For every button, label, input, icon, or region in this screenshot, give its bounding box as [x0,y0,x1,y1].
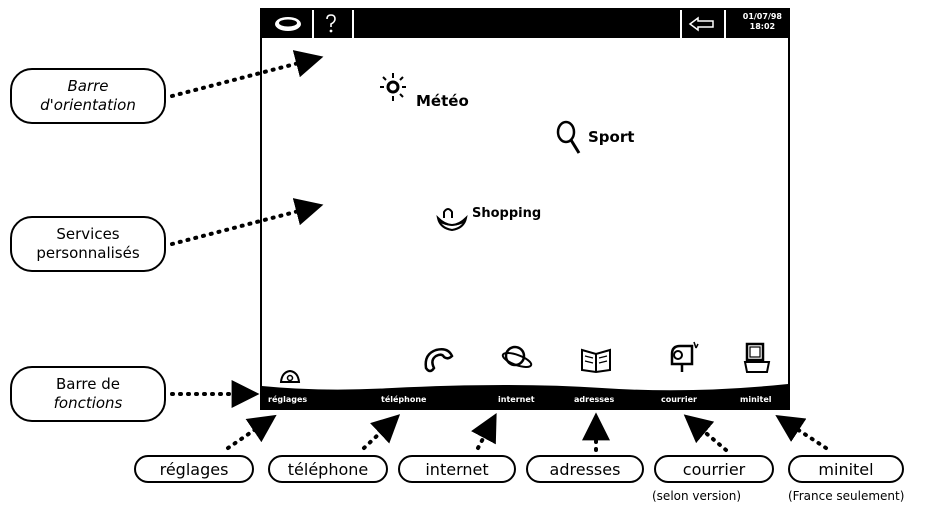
topbar-separator [352,10,354,38]
callout-label: minitel [818,459,874,479]
arrow-services [170,198,324,246]
function-reglages[interactable]: réglages [268,369,314,408]
sun-icon [380,73,406,101]
function-label: réglages [268,395,308,404]
callout-note-courrier: (selon version) [652,489,742,503]
callout-note-minitel: (France seulement) [788,489,905,503]
callout-label: réglages [159,459,229,479]
callout-internet: internet [398,455,516,483]
callout-line: d'orientation [40,96,136,114]
topbar-separator [724,10,726,38]
mailbox-icon [670,341,699,372]
callout-function-bar: Barre de fonctions [10,366,166,422]
topbar-separator [312,10,314,38]
function-bar: réglages téléphone internet adresses [262,341,788,408]
service-label: Sport [588,128,635,146]
function-internet[interactable]: internet [494,345,538,408]
function-label: courrier [661,395,697,404]
globe-icon [501,345,533,368]
callout-courrier: courrier [654,455,774,483]
home-logo-icon[interactable] [272,15,304,33]
callout-line: fonctions [53,394,123,412]
callout-label: internet [425,459,489,479]
back-arrow-icon[interactable] [688,16,716,32]
function-label: internet [498,395,535,404]
arrow-courrier [683,414,728,452]
arrow-minitel [775,414,828,450]
callout-minitel: minitel [788,455,904,483]
service-label: Shopping [472,206,542,221]
function-courrier[interactable]: courrier [658,341,706,408]
arrow-telephone [362,414,401,450]
arrow-reglages [226,414,277,450]
time-text: 18:02 [749,22,776,31]
service-label: Météo [416,92,469,110]
callout-label: téléphone [287,459,369,479]
settings-icon [279,369,301,383]
arrow-orientation [170,50,324,98]
question-mark-icon[interactable] [324,14,338,34]
shopping-bag-icon [436,208,468,232]
callout-line: Barre de [56,375,120,393]
orientation-bar: 01/07/98 18:02 [262,10,788,38]
function-label: adresses [574,395,615,404]
function-adresses[interactable]: adresses [570,348,620,408]
phone-icon [424,348,454,373]
function-telephone[interactable]: téléphone [378,348,454,408]
datetime-display: 01/07/98 18:02 [743,12,782,32]
function-bar-background [262,384,788,408]
function-label: minitel [740,395,772,404]
callout-label: adresses [549,459,621,479]
date-text: 01/07/98 [742,12,782,21]
arrow-internet [471,413,497,450]
minitel-icon [743,342,771,373]
callout-line: Services [56,225,120,243]
device-screen: 01/07/98 18:02 Météo Sport Shopp [260,8,790,410]
topbar-separator [680,10,682,38]
function-label: téléphone [381,395,427,404]
callout-line: Barre [67,77,109,95]
callout-telephone: téléphone [268,455,388,483]
racket-icon [556,120,581,154]
callout-personal-services: Services personnalisés [10,216,166,272]
callout-adresses: adresses [526,455,644,483]
address-book-icon [581,348,611,374]
callout-orientation-bar: Barre d'orientation [10,68,166,124]
callout-label: courrier [682,459,746,479]
callout-line: personnalisés [36,244,140,262]
callout-reglages: réglages [134,455,254,483]
function-minitel[interactable]: minitel [738,342,778,408]
